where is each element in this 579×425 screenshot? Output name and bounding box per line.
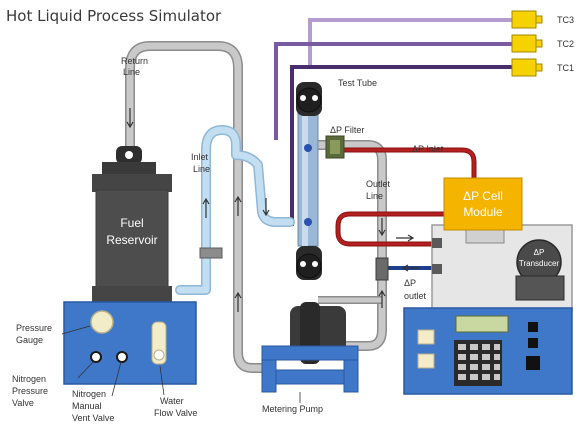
controller-switch-1[interactable]: [528, 322, 538, 332]
nitrogen-vent-valve-label-1: Nitrogen: [72, 389, 106, 399]
water-flow-valve-leader: [159, 365, 165, 396]
nitrogen-pressure-valve-leader: [77, 361, 94, 379]
flow-arrows: [126, 108, 420, 312]
dp-transducer-label-1: ΔP: [534, 248, 545, 257]
return-line-label-2: Line: [123, 67, 140, 77]
nitrogen-vent-valve-knob[interactable]: [116, 351, 128, 363]
return-line: [125, 41, 267, 373]
tc3-connector[interactable]: TC3: [511, 10, 574, 29]
outlet-line-label-2: Line: [366, 191, 383, 201]
fuel-reservoir: Fuel Reservoir: [92, 146, 172, 302]
nitrogen-vent-valve-label-3: Vent Valve: [72, 413, 114, 423]
nitrogen-pressure-valve-label-3: Valve: [12, 398, 34, 408]
tc3-label: TC3: [557, 15, 574, 25]
diagram-title: Hot Liquid Process Simulator: [6, 7, 222, 25]
outlet-line-label-1: Outlet: [366, 179, 391, 189]
nitrogen-pressure-valve-knob[interactable]: [90, 351, 102, 363]
test-tube-top-fitting: [296, 82, 322, 116]
dp-filter: [325, 135, 345, 159]
dp-transducer: ΔP Transducer: [515, 239, 565, 301]
tc1-wire: [290, 65, 512, 226]
nitrogen-pressure-valve-label-1: Nitrogen: [12, 374, 46, 384]
dp-outlet-label-2: outlet: [404, 291, 427, 301]
tc2-wire: [274, 42, 512, 140]
dp-outlet-label-1: ΔP: [404, 278, 416, 288]
fuel-reservoir-label-2: Reservoir: [106, 233, 157, 247]
return-line-label-1: Return: [121, 56, 148, 66]
tc2-connector[interactable]: TC2: [511, 34, 574, 53]
controller-button-2[interactable]: [417, 353, 435, 369]
nitrogen-vent-valve-label-2: Manual: [72, 401, 102, 411]
pump-controller: [403, 307, 573, 395]
dp-filter-label: ΔP Filter: [330, 125, 364, 135]
thermocouple-wires: [274, 18, 512, 226]
inlet-line-label-2: Line: [193, 164, 210, 174]
dp-cell-module-label-2: Module: [463, 205, 503, 219]
control-base-unit: [63, 301, 197, 385]
metering-pump-label: Metering Pump: [262, 404, 323, 414]
tc2-label: TC2: [557, 39, 574, 49]
dp-inlet-label: ΔP Inlet: [412, 144, 444, 154]
water-flow-valve-label-1: Water: [160, 396, 184, 406]
controller-display: [455, 315, 509, 333]
test-tube-label: Test Tube: [338, 78, 377, 88]
nitrogen-vent-valve-leader: [111, 361, 122, 397]
pressure-gauge-label-2: Gauge: [16, 335, 43, 345]
tc1-connector[interactable]: TC1: [511, 58, 574, 77]
dp-transducer-label-2: Transducer: [519, 259, 560, 268]
pressure-gauge: [90, 310, 114, 334]
lower-port: [304, 218, 312, 226]
inlet-tee-connector: [199, 247, 223, 259]
inlet-line-label-1: Inlet: [191, 152, 209, 162]
keypad-keys: [458, 344, 500, 380]
dp-cell-module-label-1: ΔP Cell: [463, 189, 503, 203]
inlet-line: [175, 125, 295, 295]
dp-cell-module: ΔP Cell Module: [443, 177, 523, 231]
pressure-gauge-leader: [61, 325, 91, 335]
fuel-reservoir-label-1: Fuel: [120, 216, 143, 230]
metering-pump: [261, 302, 359, 393]
tc1-label: TC1: [557, 63, 574, 73]
upper-port: [304, 144, 312, 152]
nitrogen-pressure-valve-label-2: Pressure: [12, 386, 48, 396]
water-flow-valve-label-2: Flow Valve: [154, 408, 197, 418]
outlet-tee-connector: [375, 257, 389, 281]
test-tube-assembly: [297, 111, 319, 247]
controller-switch-3[interactable]: [526, 356, 540, 370]
test-tube-bottom-fitting: [296, 246, 322, 280]
controller-button-1[interactable]: [417, 329, 435, 345]
pressure-gauge-label-1: Pressure: [16, 323, 52, 333]
tc3-wire: [308, 18, 512, 68]
controller-switch-2[interactable]: [528, 338, 538, 348]
